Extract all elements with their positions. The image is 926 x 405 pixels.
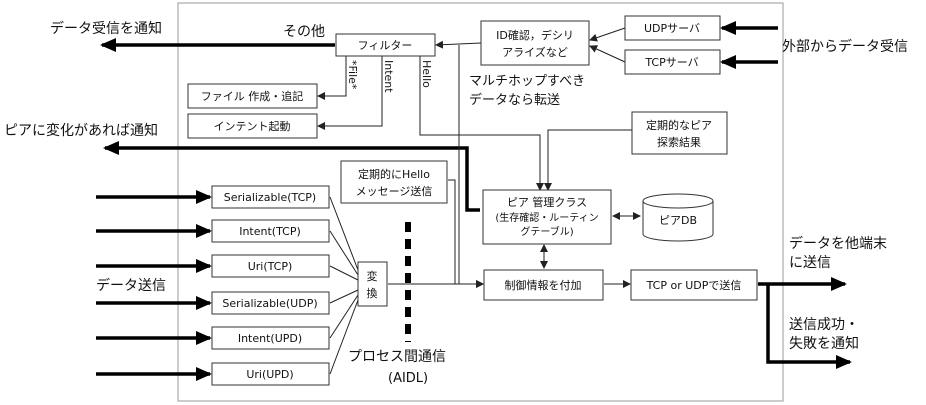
ser-tcp-to-convert [329,196,359,271]
peer-manager-label-2: (生存確認・ルーティン [495,211,598,224]
receive-external-text: 外部からデータ受信 [782,38,908,55]
serializable-udp-label: Serializable(UDP) [222,297,317,310]
peer-manager-box: ピア 管理クラス (生存確認・ルーティン グテーブル) [482,189,612,245]
intent-upd-to-convert [329,294,359,339]
peer-db-cylinder: ピアDB [642,193,714,242]
peer-manager-label-1: ピア 管理クラス [507,195,587,209]
file-write-box: ファイル 作成・追記 [187,83,318,109]
notify-peer-arrow [103,141,480,212]
hello-connector-label: Hello [420,60,433,88]
serializable-tcp-label: Serializable(TCP) [224,191,316,204]
multihop-label-2: データなら転送 [469,92,560,108]
serializable-udp-box: Serializable(UDP) [211,291,330,315]
hello-to-control [448,179,456,284]
intent-tcp-box: Intent(TCP) [211,219,330,243]
uri-upd-to-convert [329,299,359,375]
periodic-peer-label-1: 定期的なピア [646,118,712,132]
uri-tcp-box: Uri(TCP) [211,254,330,278]
convert-label-1: 変 [367,269,378,283]
filter-to-file [317,56,347,100]
ser-udp-to-convert [329,289,359,304]
data-send-text: データ送信 [96,277,166,294]
peer-manager-label-3: グテーブル) [520,225,573,238]
control-info-box: 制御情報を付加 [483,269,604,301]
system-frame [177,2,784,402]
periodic-hello-box: 定期的にHello メッセージ送信 [340,160,448,204]
to-other-terminal-text-2: に送信 [789,255,831,271]
control-info-label: 制御情報を付加 [505,278,582,292]
intent-upd-box: Intent(UPD) [211,326,330,350]
uri-upd-label: Uri(UPD) [246,368,293,381]
uri-tcp-to-convert [329,265,359,281]
udp-to-idcheck [589,27,626,42]
send-box: TCP or UDPで送信 [630,269,758,301]
serializable-tcp-box: Serializable(TCP) [211,185,330,209]
periodic-hello-label-2: メッセージ送信 [356,184,433,198]
udp-server-box: UDPサーバ [624,15,721,41]
udp-server-label: UDPサーバ [644,22,700,35]
to-other-terminal-text-1: データを他端末 [789,235,887,252]
filter-box: フィルター [335,33,436,57]
other-text: その他 [283,24,325,40]
tcp-to-idcheck [589,45,626,63]
filter-label: フィルター [358,39,413,52]
multihop-label-1: マルチホップすべき [469,74,585,89]
convert-box: 変 換 [357,261,388,307]
send-label: TCP or UDPで送信 [646,278,742,292]
id-check-label-2: アライズなど [502,45,568,59]
filter-to-intent [317,56,383,130]
intent-start-box: インテント起動 [187,113,318,139]
periodic-hello-label-1: 定期的にHello [358,167,430,181]
notify-result-text-2: 失敗を通知 [789,335,859,352]
intent-connector-label: Intent [382,60,395,93]
notify-data-text: データ受信を通知 [50,20,162,37]
convert-label-2: 換 [367,287,378,300]
periodic-peer-box: 定期的なピア 探索結果 [631,111,728,155]
intent-start-label: インテント起動 [214,119,291,133]
intent-tcp-to-convert [329,230,359,276]
periodic-peer-to-manager [544,129,632,191]
aidl-label: (AIDL) [388,371,428,386]
tcp-server-box: TCPサーバ [624,49,721,75]
id-check-box: ID確認，デシリ アライズなど [480,20,590,66]
id-check-label-1: ID確認，デシリ [496,28,574,42]
notify-result-text-1: 送信成功・ [789,317,859,333]
notify-peer-text: ピアに変化があれば通知 [4,122,158,139]
uri-tcp-label: Uri(TCP) [248,260,293,273]
periodic-peer-label-2: 探索結果 [657,135,701,149]
intent-upd-label: Intent(UPD) [238,332,302,345]
file-write-label: ファイル 作成・追記 [201,89,304,103]
file-connector-label: *File* [346,60,359,90]
uri-upd-box: Uri(UPD) [211,362,330,386]
filter-hello-to-peer [419,56,544,191]
peer-db-label: ピアDB [659,214,697,227]
ipc-label: プロセス間通信 [348,349,446,365]
tcp-server-label: TCPサーバ [644,56,698,69]
intent-tcp-label: Intent(TCP) [239,225,301,238]
idcheck-to-filter [435,40,482,49]
send-result-arrow [766,284,852,369]
